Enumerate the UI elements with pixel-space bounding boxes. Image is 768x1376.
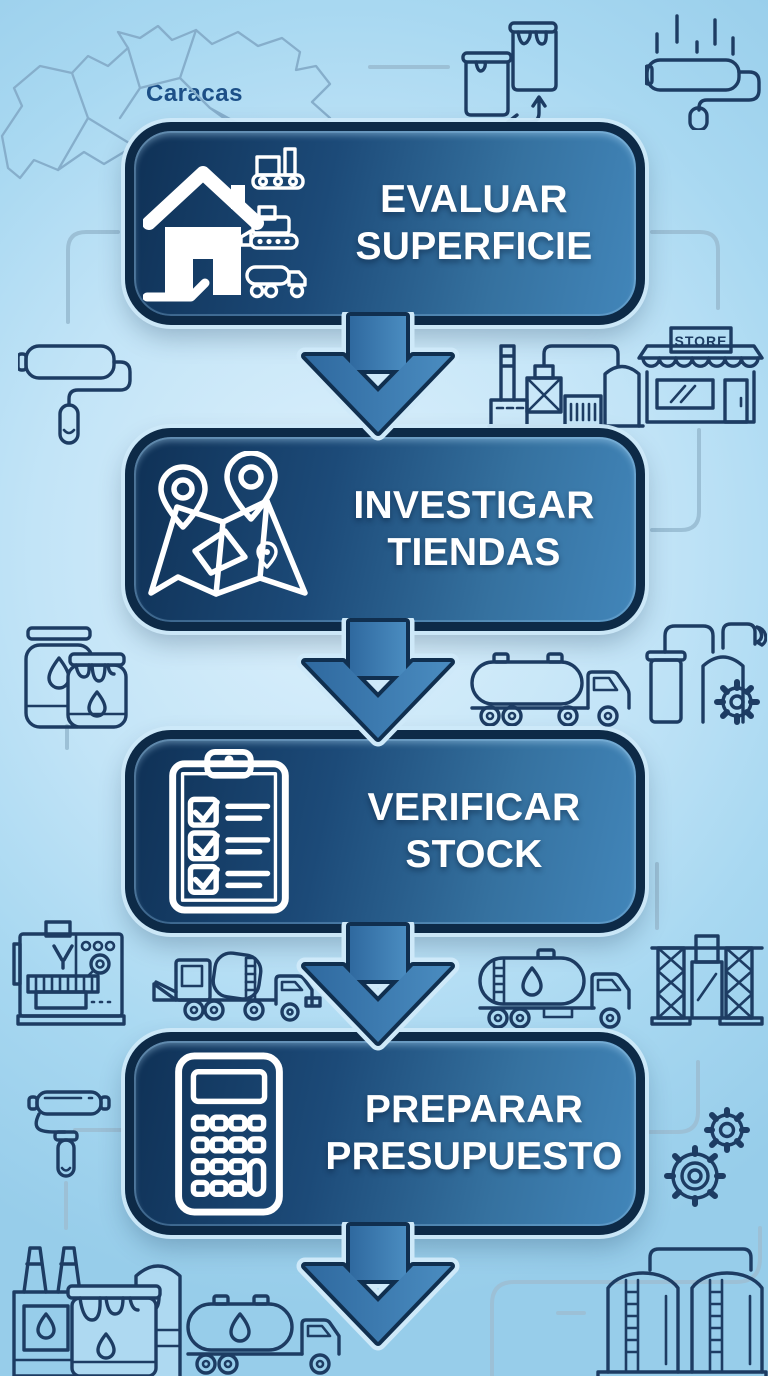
tanker-bottom-icon: [186, 1294, 341, 1375]
checklist-clipboard-icon: [134, 748, 324, 916]
step-box-investigar-tiendas: INVESTIGAR TIENDAS: [125, 428, 645, 631]
cnc-machine-icon: [12, 920, 126, 1026]
step-box-preparar-presupuesto: PREPARAR PRESUPUESTO: [125, 1032, 645, 1235]
paint-roller-vertical-icon: [27, 1090, 111, 1178]
calculator-icon: [134, 1050, 324, 1218]
paint-roller-left-icon: [18, 344, 132, 445]
paint-jars-icon: [24, 626, 128, 729]
paint-cans-swap-icon: [461, 21, 558, 123]
step-label: INVESTIGAR TIENDAS: [324, 483, 636, 575]
step-box-verificar-stock: VERIFICAR STOCK: [125, 730, 645, 933]
tanker-droplet-icon: [478, 948, 631, 1029]
map-location-pins-icon: [134, 450, 324, 609]
step-label: EVALUAR SUPERFICIE: [324, 177, 636, 269]
flow-arrow-3: [296, 922, 460, 1051]
step-label-line2: STOCK: [405, 832, 543, 876]
flow-arrow-4: [296, 1222, 460, 1351]
step-label-line1: INVESTIGAR: [353, 484, 595, 528]
factory-icon: [487, 344, 645, 428]
store-front-icon: STORE: [637, 326, 764, 424]
step-label-line1: EVALUAR: [380, 178, 568, 222]
step-label-line2: PRESUPUESTO: [325, 1134, 623, 1178]
flow-arrow-2: [296, 618, 460, 747]
mixer-loader-truck-icon: [152, 951, 322, 1022]
step-label-line2: SUPERFICIE: [355, 224, 593, 268]
step-label-line2: TIENDAS: [387, 530, 561, 574]
tanker-truck-icon: [470, 652, 631, 727]
house-construction-icon: [134, 145, 324, 303]
step-label: PREPARAR PRESUPUESTO: [324, 1087, 636, 1179]
step-label-line1: VERIFICAR: [367, 786, 581, 830]
industrial-pipes-gear-icon: [645, 622, 767, 725]
step-box-evaluar-superficie: EVALUAR SUPERFICIE: [125, 122, 645, 325]
flow-arrow-1: [296, 312, 460, 441]
factory-paint-buckets-icon: [12, 1246, 182, 1376]
gears-icon: [664, 1107, 750, 1207]
storage-silos-icon: [596, 1247, 768, 1376]
step-label-line1: PREPARAR: [364, 1088, 584, 1132]
paint-roller-top-icon: [645, 14, 761, 130]
scaffold-tower-icon: [650, 934, 764, 1026]
step-label: VERIFICAR STOCK: [324, 785, 636, 877]
